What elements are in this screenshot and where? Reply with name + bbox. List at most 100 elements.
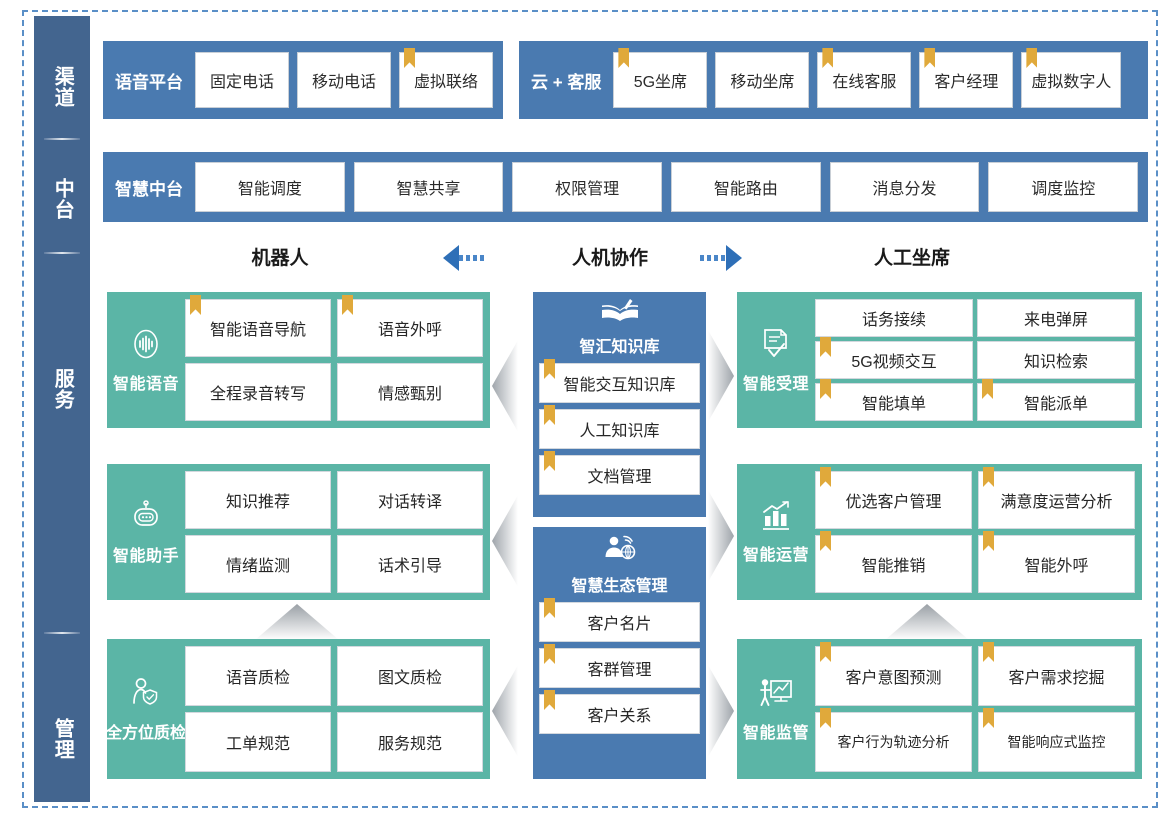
eco-item[interactable]: 客户关系: [539, 694, 700, 734]
cell-label: 客户意图预测: [845, 670, 942, 687]
cell-label: 智能响应式监控: [1007, 734, 1106, 750]
sidebar-label-manage: 管理: [51, 718, 74, 760]
channel-chip[interactable]: 客户经理: [919, 52, 1014, 108]
arrow-left-dashes: [459, 255, 485, 261]
channel-chip[interactable]: 虚拟数字人: [1021, 52, 1122, 108]
feature-cell[interactable]: 知识推荐: [185, 471, 331, 529]
feature-cell[interactable]: 语音外呼: [337, 299, 483, 357]
cell-label: 工单规范: [225, 736, 290, 753]
bar-chart-icon: [759, 500, 793, 537]
feature-cell[interactable]: 客户需求挖掘: [978, 646, 1135, 706]
feature-cell[interactable]: 满意度运营分析: [978, 471, 1135, 529]
group-voice-grid: 智能语音导航 语音外呼 全程录音转写 情感甄别: [185, 292, 490, 428]
chevron-left-1: [492, 340, 518, 432]
column-header-robot: 机器人: [251, 248, 309, 269]
chip-label: 虚拟联络: [413, 74, 478, 91]
group-assistant-side: 智能助手: [107, 499, 185, 566]
knowledge-item[interactable]: 智能交互知识库: [539, 363, 700, 403]
chip-label: 5G坐席: [633, 74, 688, 91]
feature-cell[interactable]: 话术引导: [337, 535, 483, 593]
midend-chip[interactable]: 权限管理: [512, 162, 663, 212]
midend-chip[interactable]: 消息分发: [829, 162, 980, 212]
feature-cell[interactable]: 客户意图预测: [815, 646, 972, 706]
feature-cell[interactable]: 客户行为轨迹分析: [815, 712, 972, 772]
group-name: 全方位质检: [106, 724, 187, 742]
voice-wave-icon: [129, 327, 163, 366]
chip-label: 移动电话: [311, 74, 376, 91]
feature-cell[interactable]: 智能推销: [815, 535, 972, 593]
feature-cell[interactable]: 来电弹屏: [977, 299, 1135, 337]
feature-cell[interactable]: 智能填单: [815, 383, 973, 421]
diagram-frame: [22, 10, 1158, 808]
midend-chip[interactable]: 调度监控: [988, 162, 1139, 212]
feature-cell[interactable]: 工单规范: [185, 712, 331, 772]
arrow-left-icon: [443, 245, 485, 271]
item-label: 智能交互知识库: [563, 377, 676, 394]
eco-item[interactable]: 客户名片: [539, 602, 700, 642]
midend-chip[interactable]: 智能路由: [671, 162, 821, 212]
feature-cell[interactable]: 语音质检: [185, 646, 331, 706]
cell-label: 智能语音导航: [209, 322, 306, 339]
channel-chip[interactable]: 固定电话: [195, 52, 289, 108]
feature-cell[interactable]: 对话转译: [337, 471, 483, 529]
chip-label: 智慧共享: [396, 181, 461, 198]
group-intelligent-assistant: 智能助手 知识推荐 对话转译 情绪监测 话术引导: [107, 464, 490, 600]
sidebar-item-service[interactable]: 服务: [34, 346, 90, 432]
sidebar-divider-3: [44, 632, 80, 634]
channel-chip[interactable]: 虚拟联络: [399, 52, 493, 108]
chip-label: 调度监控: [1031, 181, 1096, 198]
sidebar-item-midend[interactable]: 中台: [34, 156, 90, 242]
group-voice-side: 智能语音: [107, 327, 185, 394]
presenter-board-icon: [758, 676, 794, 715]
feature-cell[interactable]: 全程录音转写: [185, 363, 331, 421]
channel-chip[interactable]: 5G坐席: [613, 52, 708, 108]
cell-label: 语音外呼: [377, 322, 442, 339]
feature-cell[interactable]: 智能响应式监控: [978, 712, 1135, 772]
arrow-right-triangle: [726, 245, 742, 271]
channel-chip[interactable]: 移动电话: [297, 52, 391, 108]
chip-label: 权限管理: [555, 181, 620, 198]
sidebar-item-channel[interactable]: 渠道: [34, 44, 90, 130]
arrow-right-dashes: [700, 255, 726, 261]
feature-cell[interactable]: 知识检索: [977, 341, 1135, 379]
feature-cell[interactable]: 5G视频交互: [815, 341, 973, 379]
feature-cell[interactable]: 服务规范: [337, 712, 483, 772]
feature-cell[interactable]: 情感甄别: [337, 363, 483, 421]
sidebar-item-manage[interactable]: 管理: [34, 696, 90, 782]
feature-cell[interactable]: 话务接续: [815, 299, 973, 337]
feature-cell[interactable]: 图文质检: [337, 646, 483, 706]
eco-item[interactable]: 客群管理: [539, 648, 700, 688]
cell-label: 知识推荐: [225, 494, 290, 511]
feature-cell[interactable]: 智能外呼: [978, 535, 1135, 593]
cell-label: 对话转译: [377, 494, 442, 511]
feature-cell[interactable]: 智能语音导航: [185, 299, 331, 357]
chevron-left-2: [492, 495, 518, 587]
cell-label: 全程录音转写: [209, 386, 306, 403]
cell-label: 智能推销: [861, 558, 926, 575]
midend-chip[interactable]: 智慧共享: [353, 162, 504, 212]
group-supervision-grid: 客户意图预测 客户需求挖掘 客户行为轨迹分析 智能响应式监控: [815, 639, 1142, 779]
channel-voice-platform-band: 语音平台 固定电话 移动电话 虚拟联络: [103, 41, 503, 119]
group-intelligent-voice: 智能语音 智能语音导航 语音外呼 全程录音转写 情感甄别: [107, 292, 490, 428]
channel-chip[interactable]: 在线客服: [817, 52, 912, 108]
feature-cell[interactable]: 优选客户管理: [815, 471, 972, 529]
panel-eco-header: 智慧生态管理: [539, 533, 700, 602]
channel-chip[interactable]: 移动坐席: [715, 52, 810, 108]
panel-eco-management: 智慧生态管理 客户名片 客群管理 客户关系: [533, 527, 706, 779]
cell-label: 客户行为轨迹分析: [837, 734, 950, 750]
cell-label: 智能派单: [1023, 396, 1088, 413]
knowledge-item[interactable]: 文档管理: [539, 455, 700, 495]
book-pen-icon: [599, 298, 641, 333]
feature-cell[interactable]: 智能派单: [977, 383, 1135, 421]
sidebar-label-midend: 中台: [51, 178, 74, 220]
arrow-right-icon: [700, 245, 742, 271]
knowledge-item[interactable]: 人工知识库: [539, 409, 700, 449]
midend-band: 智慧中台 智能调度 智慧共享 权限管理 智能路由 消息分发 调度监控: [103, 152, 1148, 222]
layer-sidebar: 渠道 中台 服务 管理: [34, 16, 90, 802]
feature-cell[interactable]: 情绪监测: [185, 535, 331, 593]
voice-platform-title: 语音平台: [115, 72, 183, 92]
midend-chip[interactable]: 智能调度: [195, 162, 345, 212]
cell-label: 情感甄别: [377, 386, 442, 403]
chevron-right-3: [708, 665, 734, 757]
